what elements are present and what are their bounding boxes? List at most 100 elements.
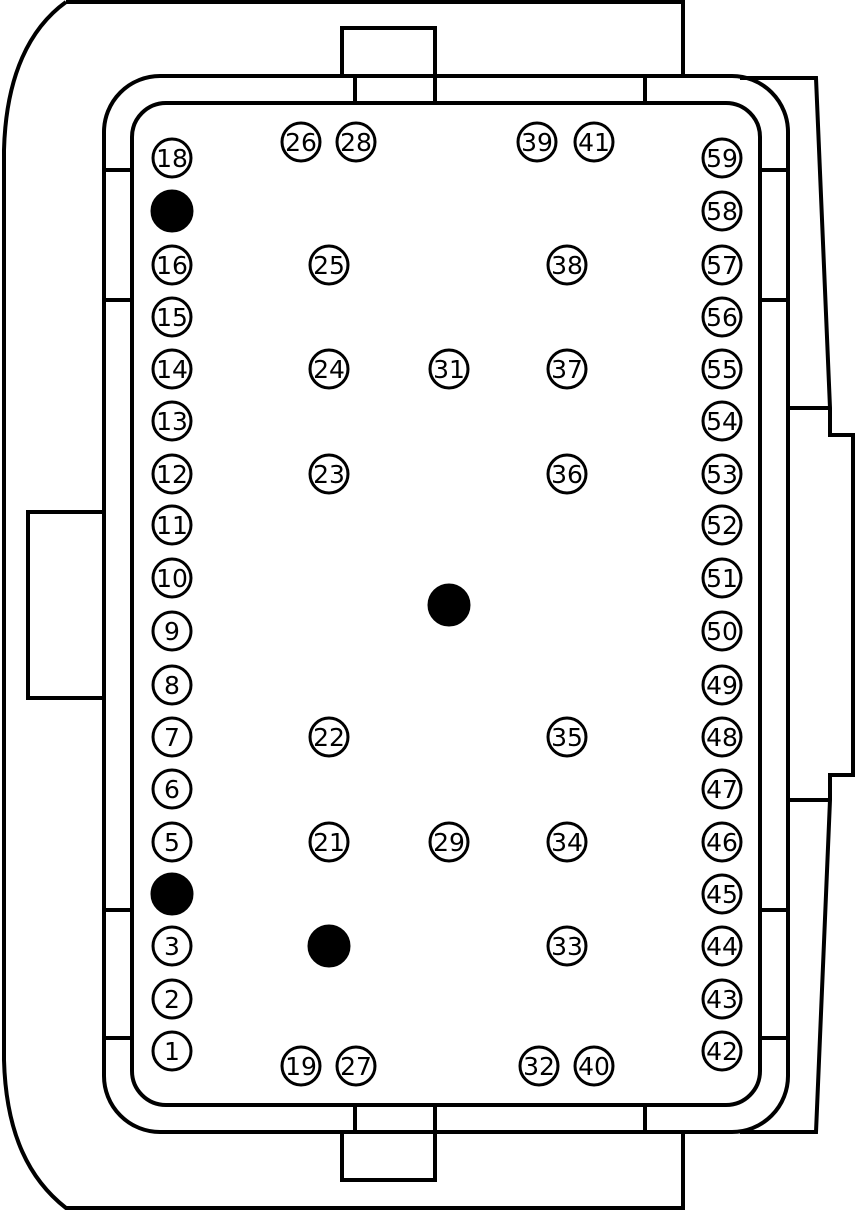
pin: 57 (701, 244, 743, 286)
pin-label: 6 (164, 775, 180, 804)
left-side-tab (26, 510, 104, 700)
pin: 44 (701, 925, 743, 967)
pin-label: 5 (164, 828, 180, 857)
pin-label: 58 (706, 197, 738, 226)
pin: 59 (701, 137, 743, 179)
pin-label: 40 (578, 1052, 610, 1081)
pin-label: 50 (706, 617, 738, 646)
pin-label: 41 (578, 128, 610, 157)
pin: 51 (701, 557, 743, 599)
pin: 25 (308, 244, 350, 286)
pin-label: 43 (706, 985, 738, 1014)
pin: 5 (151, 821, 193, 863)
pin-label: 56 (706, 303, 738, 332)
pin-label: 1 (164, 1037, 180, 1066)
pin-label: 55 (706, 355, 738, 384)
pin-label: 25 (313, 251, 345, 280)
plugged-cavity (427, 583, 471, 627)
pin-label: 38 (551, 251, 583, 280)
pin: 53 (701, 453, 743, 495)
pin-label: 35 (551, 723, 583, 752)
pin: 3 (151, 925, 193, 967)
pin-label: 53 (706, 460, 738, 489)
pin-label: 51 (706, 564, 738, 593)
pin: 48 (701, 716, 743, 758)
outer-housing (2, 0, 685, 1210)
pin-label: 15 (156, 303, 188, 332)
pin-label: 49 (706, 671, 738, 700)
pin-label: 10 (156, 564, 188, 593)
plugged-cavities (150, 189, 471, 968)
pin: 40 (573, 1045, 615, 1087)
pin-label: 12 (156, 460, 188, 489)
pin: 13 (151, 400, 193, 442)
pin-label: 59 (706, 144, 738, 173)
pin: 52 (701, 504, 743, 546)
pin: 33 (546, 925, 588, 967)
pin: 19 (280, 1045, 322, 1087)
pin: 32 (518, 1045, 560, 1087)
right-lock-wing (740, 76, 855, 1134)
pin-label: 48 (706, 723, 738, 752)
pin: 37 (546, 348, 588, 390)
pin-label: 28 (340, 128, 372, 157)
pin: 24 (308, 348, 350, 390)
pin: 14 (151, 348, 193, 390)
pin-label: 32 (523, 1052, 555, 1081)
pin: 2 (151, 978, 193, 1020)
pin: 39 (516, 121, 558, 163)
pin: 43 (701, 978, 743, 1020)
inner-cavity (130, 101, 762, 1107)
pin: 9 (151, 610, 193, 652)
pin-label: 44 (706, 932, 738, 961)
pin: 50 (701, 610, 743, 652)
outer-frame (102, 74, 790, 1134)
pin-label: 7 (164, 723, 180, 752)
pin: 45 (701, 873, 743, 915)
pin-label: 37 (551, 355, 583, 384)
pin-label: 36 (551, 460, 583, 489)
pin-label: 54 (706, 407, 738, 436)
pin: 27 (335, 1045, 377, 1087)
pin-label: 2 (164, 985, 180, 1014)
pin-label: 26 (285, 128, 317, 157)
pin-label: 3 (164, 932, 180, 961)
pin-label: 47 (706, 775, 738, 804)
pin: 18 (151, 137, 193, 179)
pin: 26 (280, 121, 322, 163)
pin-label: 31 (433, 355, 465, 384)
pin-label: 52 (706, 511, 738, 540)
pin: 34 (546, 821, 588, 863)
plugged-cavity (307, 924, 351, 968)
pin-label: 18 (156, 144, 188, 173)
pin-label: 23 (313, 460, 345, 489)
pin: 22 (308, 716, 350, 758)
plugged-cavity (150, 872, 194, 916)
pin: 6 (151, 768, 193, 810)
pin-label: 13 (156, 407, 188, 436)
pin: 36 (546, 453, 588, 495)
pin: 7 (151, 716, 193, 758)
pin-label: 34 (551, 828, 583, 857)
pin-label: 11 (156, 511, 188, 540)
pin-label: 57 (706, 251, 738, 280)
pin: 21 (308, 821, 350, 863)
top-latch (340, 26, 647, 103)
plugged-cavity (150, 189, 194, 233)
pin-label: 42 (706, 1037, 738, 1066)
pin: 56 (701, 296, 743, 338)
pin: 41 (573, 121, 615, 163)
pin: 16 (151, 244, 193, 286)
pin: 55 (701, 348, 743, 390)
pin: 54 (701, 400, 743, 442)
bottom-latch (340, 1105, 647, 1182)
pin-label: 24 (313, 355, 345, 384)
pin-label: 9 (164, 617, 180, 646)
right-frame-ticks (760, 168, 788, 1040)
pin: 11 (151, 504, 193, 546)
pin-label: 39 (521, 128, 553, 157)
pin: 46 (701, 821, 743, 863)
pin: 58 (701, 190, 743, 232)
pin: 49 (701, 664, 743, 706)
pin: 10 (151, 557, 193, 599)
